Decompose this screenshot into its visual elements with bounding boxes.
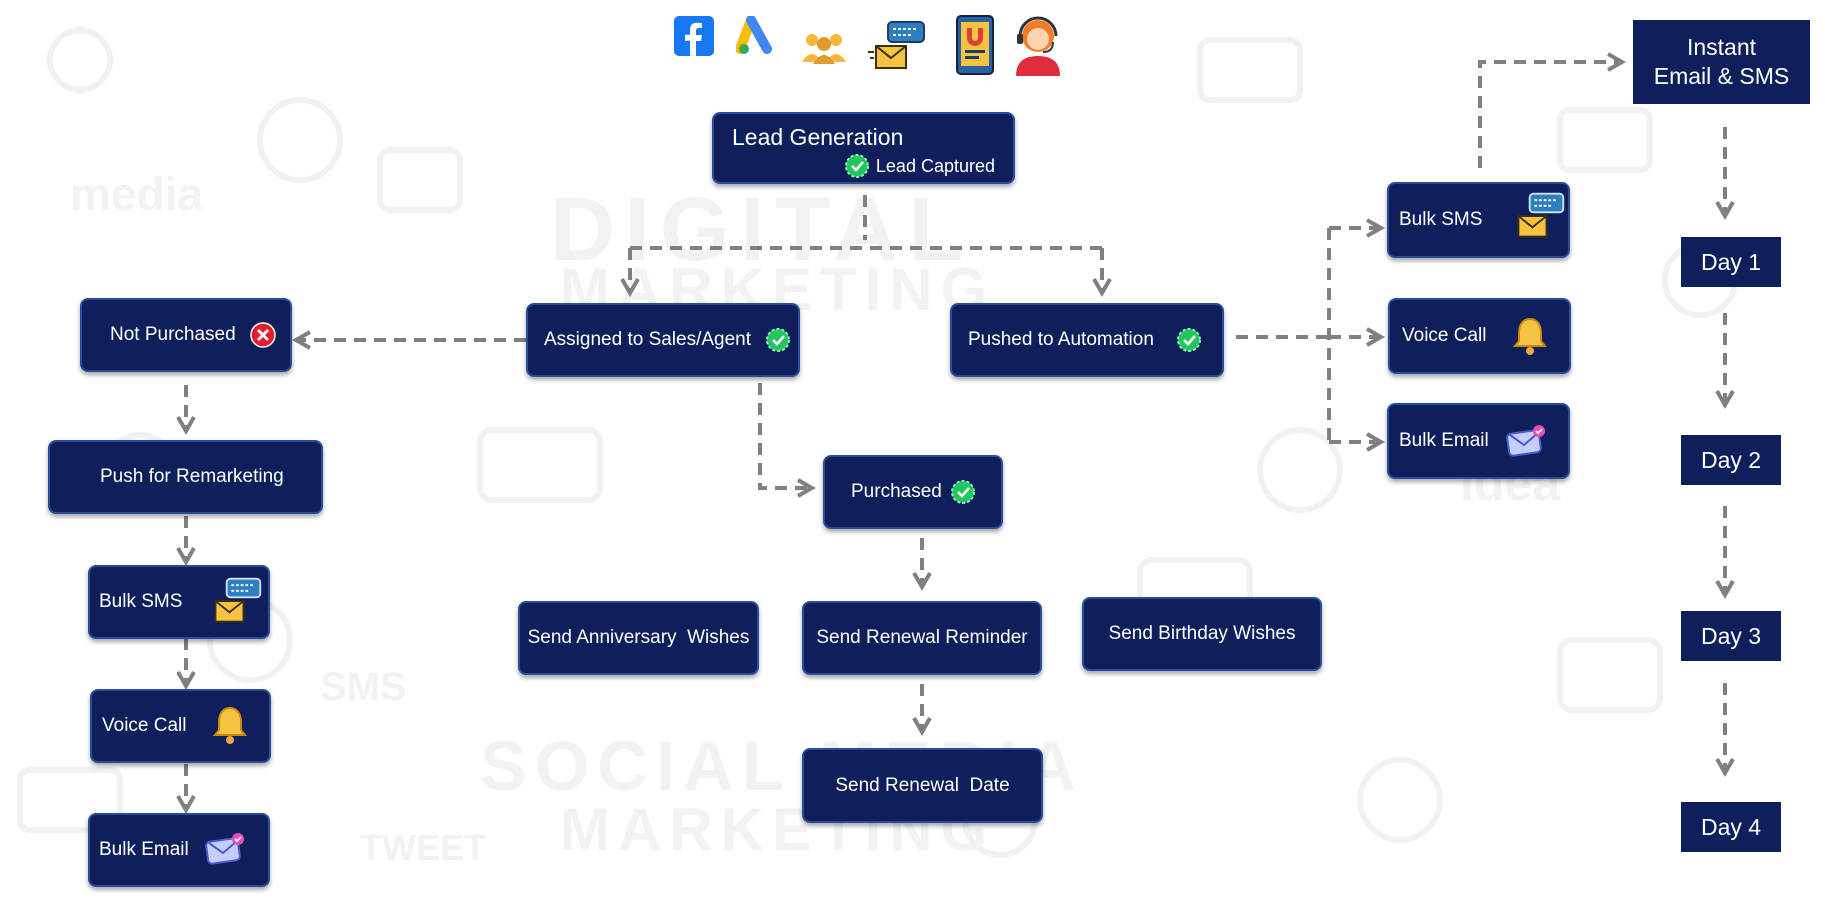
left-bulk-sms-node: Bulk SMS: [88, 565, 270, 639]
lead-generation-node: Lead Generation Lead Captured: [712, 112, 1015, 184]
send-anniversary-label: Send Anniversary Wishes: [527, 627, 750, 648]
right-bulk-sms-node: Bulk SMS: [1387, 182, 1570, 258]
send-renewal-reminder-label: Send Renewal Reminder: [816, 627, 1028, 648]
right-bulk-email-node: Bulk Email: [1387, 403, 1570, 479]
people-group-icon: [800, 30, 848, 71]
left-voice-call-node: Voice Call: [90, 689, 271, 763]
pushed-automation-label: Pushed to Automation: [968, 329, 1154, 350]
send-renewal-reminder-node: Send Renewal Reminder: [802, 601, 1042, 675]
cross-badge-icon: [249, 322, 276, 348]
mobile-magnet-icon: [955, 14, 995, 81]
check-badge-icon: [766, 328, 791, 352]
sms-email-icon: [868, 20, 928, 79]
purchased-label: Purchased: [851, 481, 942, 502]
right-bulk-email-label: Bulk Email: [1399, 430, 1489, 451]
day3-label: Day 3: [1700, 622, 1762, 649]
instant-email-sms-label: Instant Email & SMS: [1653, 34, 1790, 89]
not-purchased-label: Not Purchased: [110, 324, 236, 345]
day1-node: Day 1: [1681, 237, 1781, 287]
facebook-icon: [674, 16, 714, 61]
lead-captured-status: Lead Captured: [875, 155, 995, 176]
send-renewal-date-node: Send Renewal Date: [802, 748, 1043, 823]
bell-icon: [1512, 317, 1548, 355]
check-badge-icon: [1176, 328, 1201, 352]
send-renewal-date-label: Send Renewal Date: [835, 774, 1010, 796]
arrow-to-instant: [1478, 52, 1627, 168]
call-center-agent-icon: [1010, 14, 1066, 81]
svg-text:TWEET: TWEET: [360, 827, 486, 868]
email-notification-icon: [1506, 425, 1545, 457]
arrow-to-assigned: [630, 246, 1102, 293]
send-birthday-node: Send Birthday Wishes: [1082, 597, 1322, 671]
push-remarketing-node: Push for Remarketing: [48, 440, 323, 514]
bell-icon: [212, 706, 248, 744]
day4-label: Day 4: [1700, 813, 1762, 840]
sms-email-icon: [214, 577, 262, 623]
day2-node: Day 2: [1681, 435, 1781, 485]
not-purchased-node: Not Purchased: [80, 298, 292, 372]
google-ads-icon: [735, 15, 778, 61]
check-badge-icon: [844, 154, 869, 178]
instant-email-sms-node: Instant Email & SMS: [1633, 20, 1810, 104]
lead-generation-title: Lead Generation: [732, 124, 904, 150]
sms-email-icon: [1517, 192, 1565, 238]
left-bulk-email-node: Bulk Email: [88, 813, 270, 887]
svg-text:media: media: [70, 168, 203, 220]
left-voice-call-label: Voice Call: [102, 715, 187, 736]
send-anniversary-node: Send Anniversary Wishes: [518, 601, 759, 675]
pushed-automation-node: Pushed to Automation: [950, 303, 1224, 377]
right-voice-call-node: Voice Call: [1388, 298, 1571, 374]
left-bulk-sms-label: Bulk SMS: [99, 591, 183, 612]
send-birthday-label: Send Birthday Wishes: [1108, 623, 1296, 644]
svg-text:DIGITAL: DIGITAL: [550, 180, 973, 280]
assigned-sales-label: Assigned to Sales/Agent: [544, 329, 752, 350]
push-remarketing-label: Push for Remarketing: [100, 466, 284, 487]
check-badge-icon: [950, 480, 975, 504]
day1-label: Day 1: [1700, 248, 1762, 275]
day2-label: Day 2: [1700, 446, 1762, 473]
email-notification-icon: [205, 833, 244, 865]
right-bulk-sms-label: Bulk SMS: [1399, 209, 1483, 230]
arrow-to-purchased: [758, 383, 817, 498]
svg-text:SMS: SMS: [320, 665, 407, 709]
left-bulk-email-label: Bulk Email: [99, 839, 189, 860]
right-voice-call-label: Voice Call: [1402, 325, 1487, 346]
day3-node: Day 3: [1681, 611, 1781, 661]
day4-node: Day 4: [1681, 802, 1781, 852]
assigned-sales-node: Assigned to Sales/Agent: [526, 303, 800, 377]
purchased-node: Purchased: [823, 455, 1003, 529]
